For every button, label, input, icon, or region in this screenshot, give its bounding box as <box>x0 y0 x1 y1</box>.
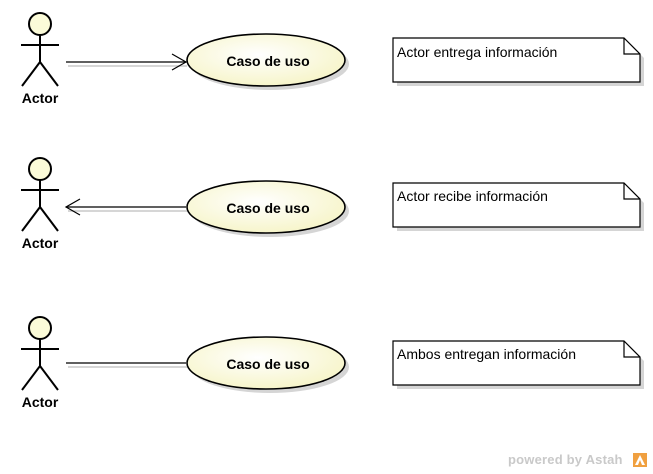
note-1: Actor entrega información <box>392 37 644 86</box>
note-text-2: Actor recibe información <box>397 188 548 204</box>
usecase-2[interactable]: Caso de uso <box>186 180 349 237</box>
note-text-1: Actor entrega información <box>397 44 557 60</box>
association-1 <box>66 53 188 71</box>
actor-label-2: Actor <box>22 235 59 251</box>
note-text-3: Ambos entregan información <box>397 346 576 362</box>
usecase-label-3: Caso de uso <box>226 356 309 372</box>
usecase-3[interactable]: Caso de uso <box>186 336 349 393</box>
note-2: Actor recibe información <box>392 182 644 231</box>
astah-logo-icon <box>633 453 647 467</box>
usecase-label-2: Caso de uso <box>226 200 309 216</box>
actor-figure-1 <box>21 12 59 87</box>
association-2 <box>64 198 188 216</box>
row-1: Actor Caso de uso Actor entrega informac… <box>21 12 644 106</box>
usecase-label-1: Caso de uso <box>226 53 309 69</box>
actor-figure-3 <box>21 316 59 391</box>
row-3: Actor Caso de uso Ambos entregan informa… <box>21 316 644 410</box>
note-3: Ambos entregan información <box>392 340 644 389</box>
association-3 <box>66 362 188 368</box>
actor-label-1: Actor <box>22 90 59 106</box>
actor-figure-2 <box>21 157 59 232</box>
row-2: Actor Caso de uso Actor recibe informaci… <box>21 157 644 251</box>
actor-label-3: Actor <box>22 394 59 410</box>
usecase-1[interactable]: Caso de uso <box>186 33 349 90</box>
brand-footer: powered by Astah <box>508 452 623 467</box>
